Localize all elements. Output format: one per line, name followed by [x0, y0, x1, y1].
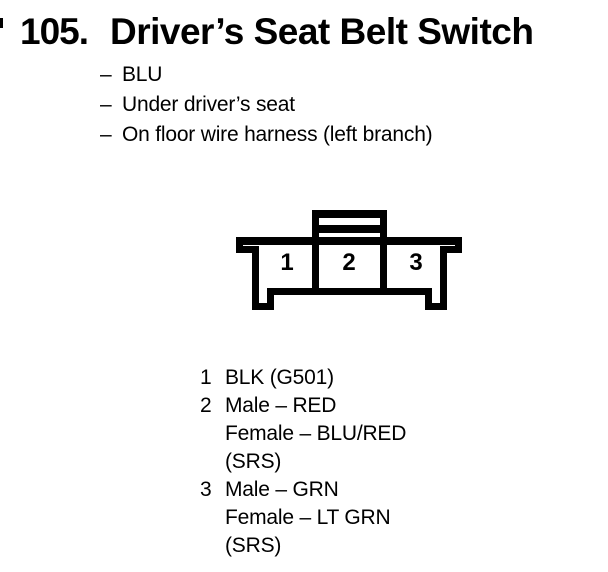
- cavity-number-2: 2: [342, 249, 355, 276]
- wire-spec: Male – GRN: [225, 478, 339, 501]
- legend-pin-wires: BLK (G501): [225, 364, 334, 392]
- latch-rib-bar: [313, 225, 386, 233]
- latch-right-wall-divider: [380, 210, 387, 293]
- legend-item-pin-3: 3 Male – GRN Female – LT GRN (SRS): [200, 476, 406, 560]
- scan-edge-artifact: [0, 18, 3, 28]
- component-notes: – BLU – Under driver’s seat – On floor w…: [100, 60, 433, 150]
- wire-spec: Female – BLU/RED: [225, 422, 407, 445]
- page-title: Driver’s Seat Belt Switch: [110, 11, 534, 52]
- left-foot-bottom: [252, 303, 274, 310]
- cavity-number-3: 3: [409, 249, 422, 276]
- dash-bullet: –: [100, 63, 112, 86]
- body-bottom-band: [267, 288, 432, 295]
- flange-right-ear: [455, 237, 462, 253]
- right-foot-inner-wall: [425, 295, 432, 310]
- dash-bullet: –: [100, 93, 112, 116]
- flange-right-underside: [440, 246, 462, 253]
- latch-top-bar: [313, 210, 386, 218]
- flange-top-band: [236, 237, 462, 245]
- legend-item-pin-2: 2 Male – RED Female – BLU/RED (SRS): [200, 392, 406, 476]
- note-text: On floor wire harness (left branch): [122, 123, 433, 146]
- wire-spec: (SRS): [225, 534, 282, 557]
- wire-spec: (SRS): [225, 450, 282, 473]
- legend-pin-number: 2: [200, 394, 212, 417]
- section-number: 105.: [20, 11, 89, 52]
- right-foot-bottom: [425, 303, 447, 310]
- legend-pin-wires: Male – GRN Female – LT GRN (SRS): [225, 476, 391, 560]
- left-foot-inner-wall: [267, 295, 274, 310]
- legend-pin-number: 1: [200, 366, 212, 389]
- note-text: Under driver’s seat: [122, 93, 295, 116]
- wire-spec: Male – RED: [225, 394, 337, 417]
- legend-pin-wires: Male – RED Female – BLU/RED (SRS): [225, 392, 406, 476]
- body-right-wall: [440, 246, 447, 310]
- wire-spec: Female – LT GRN: [225, 506, 391, 529]
- connector-outline: [236, 210, 462, 310]
- flange-left-underside: [236, 246, 259, 253]
- note-line: – On floor wire harness (left branch): [100, 120, 433, 150]
- legend-pin-number: 3: [200, 478, 212, 501]
- legend-item-pin-1: 1 BLK (G501): [200, 364, 406, 392]
- pin-legend: 1 BLK (G501) 2 Male – RED Female – BLU/R…: [200, 364, 406, 560]
- note-text: BLU: [122, 63, 163, 86]
- cavity-number-1: 1: [280, 249, 293, 276]
- note-line: – Under driver’s seat: [100, 90, 432, 120]
- body-left-wall: [252, 246, 259, 310]
- dash-bullet: –: [100, 123, 112, 146]
- latch-left-wall-divider: [312, 210, 319, 293]
- flange-left-ear: [236, 237, 243, 253]
- connector-diagram: 1 2 3: [236, 210, 462, 310]
- note-line: – BLU: [100, 60, 432, 90]
- wire-spec: BLK (G501): [225, 366, 334, 389]
